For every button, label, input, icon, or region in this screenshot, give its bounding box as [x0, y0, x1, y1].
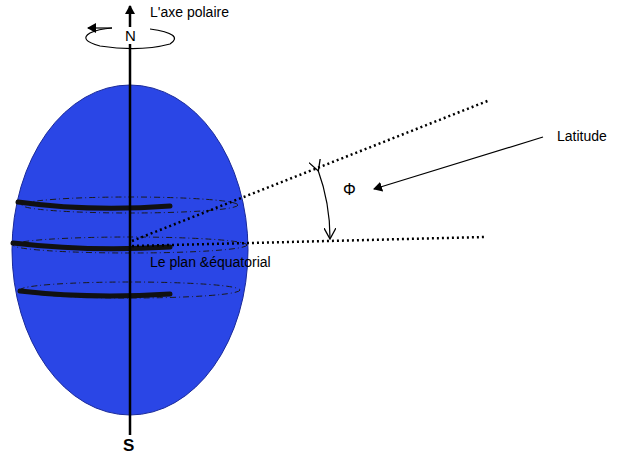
- rotation-arrow: [88, 27, 112, 28]
- axis-label: L'axe polaire: [150, 4, 229, 20]
- polar-axis: [129, 6, 132, 435]
- angle-symbol: Φ: [343, 181, 356, 199]
- parallel-bands: [13, 202, 170, 296]
- pole-label: N: [124, 27, 137, 44]
- latitude-line: [132, 100, 490, 241]
- plane-label: Le plan &équatorial: [150, 254, 271, 270]
- latitude-label: Latitude: [557, 128, 607, 144]
- equatorial-line: [132, 237, 485, 246]
- angle-arc: [318, 170, 330, 238]
- rotation-ring: [86, 28, 175, 49]
- pole-label: S: [123, 436, 134, 456]
- leader-arrow: [374, 137, 543, 189]
